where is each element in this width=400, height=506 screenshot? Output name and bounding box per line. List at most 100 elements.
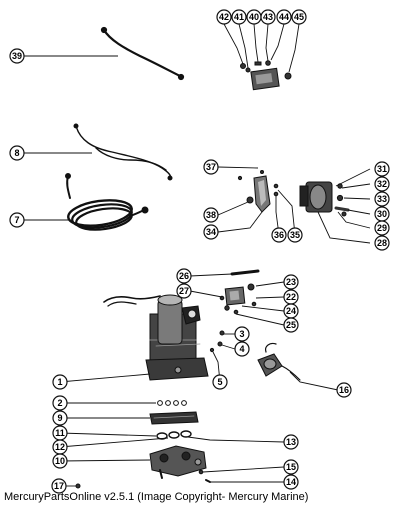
callout-number: 38: [206, 210, 216, 220]
callout-number: 8: [14, 148, 19, 158]
callout-13: 13: [283, 434, 299, 450]
callout-circle: [336, 382, 352, 398]
callout-10: 10: [52, 453, 68, 469]
callout-circle: [374, 220, 390, 236]
part-plate-2-9: [149, 400, 199, 425]
callout-number: 26: [179, 271, 189, 281]
callout-30: 30: [374, 206, 390, 222]
callout-41: 41: [231, 9, 247, 25]
callout-circle: [283, 317, 299, 333]
callout-number: 9: [57, 413, 62, 423]
callout-circle: [374, 235, 390, 251]
callout-2: 2: [52, 395, 68, 411]
callout-circle: [203, 207, 219, 223]
callout-number: 3: [239, 329, 244, 339]
callout-number: 32: [377, 179, 387, 189]
callout-circle: [203, 159, 219, 175]
callout-number: 27: [179, 286, 189, 296]
callout-number: 17: [54, 481, 64, 491]
part-bolt-bracket-22-27: [219, 269, 260, 315]
callout-number: 33: [377, 194, 387, 204]
callout-37: 37: [203, 159, 219, 175]
callout-circle: [374, 191, 390, 207]
callout-circle: [231, 9, 247, 25]
callout-circle: [9, 48, 25, 64]
callout-circle: [291, 9, 307, 25]
part-small-3-5: [209, 330, 225, 353]
callout-14: 14: [283, 474, 299, 490]
callout-circle: [283, 459, 299, 475]
callout-number: 4: [239, 344, 244, 354]
callout-17: 17: [51, 478, 67, 494]
callout-number: 42: [219, 12, 229, 22]
callout-number: 23: [286, 277, 296, 287]
callout-number: 24: [286, 306, 296, 316]
callout-12: 12: [52, 439, 68, 455]
callout-circle: [52, 453, 68, 469]
callout-circle: [52, 395, 68, 411]
callout-26: 26: [176, 268, 192, 284]
callout-11: 11: [52, 425, 68, 441]
callout-number: 35: [290, 230, 300, 240]
callout-number: 31: [377, 164, 387, 174]
callout-43: 43: [260, 9, 276, 25]
callout-number: 2: [57, 398, 62, 408]
callout-36: 36: [271, 227, 287, 243]
part-harness-8: [73, 123, 173, 181]
callout-number: 15: [286, 462, 296, 472]
part-coil-7: [65, 173, 149, 231]
callout-number: 14: [286, 477, 296, 487]
callout-40: 40: [246, 9, 262, 25]
callout-number: 5: [217, 377, 222, 387]
callout-7: 7: [9, 212, 25, 228]
callout-number: 37: [206, 162, 216, 172]
callout-circle: [276, 9, 292, 25]
callout-28: 28: [374, 235, 390, 251]
part-solenoid-28-33: [299, 181, 350, 217]
callout-circle: [271, 227, 287, 243]
callout-39: 39: [9, 48, 25, 64]
callout-27: 27: [176, 283, 192, 299]
callout-number: 44: [279, 12, 289, 22]
callout-number: 40: [249, 12, 259, 22]
callout-circle: [283, 474, 299, 490]
callout-circle: [283, 274, 299, 290]
callout-8: 8: [9, 145, 25, 161]
callout-number: 25: [286, 320, 296, 330]
callout-circle: [52, 410, 68, 426]
callout-circle: [234, 326, 250, 342]
callout-4: 4: [234, 341, 250, 357]
callout-number: 29: [377, 223, 387, 233]
callout-25: 25: [283, 317, 299, 333]
callout-circle: [203, 224, 219, 240]
callout-42: 42: [216, 9, 232, 25]
callout-5: 5: [212, 374, 228, 390]
callout-34: 34: [203, 224, 219, 240]
callout-number: 22: [286, 292, 296, 302]
copyright-footer: MercuryPartsOnline v2.5.1 (Image Copyrig…: [4, 491, 309, 503]
part-pump-motor-1: [103, 294, 209, 381]
callout-3: 3: [234, 326, 250, 342]
callout-1: 1: [52, 374, 68, 390]
callout-circle: [374, 176, 390, 192]
callout-45: 45: [291, 9, 307, 25]
callout-23: 23: [283, 274, 299, 290]
callout-number: 34: [206, 227, 216, 237]
callout-number: 28: [377, 238, 387, 248]
callout-circle: [176, 268, 192, 284]
callout-number: 41: [234, 12, 244, 22]
callout-number: 43: [263, 12, 273, 22]
callout-38: 38: [203, 207, 219, 223]
callout-circle: [51, 478, 67, 494]
callout-circle: [283, 434, 299, 450]
callout-circle: [234, 341, 250, 357]
callout-32: 32: [374, 176, 390, 192]
callout-9: 9: [52, 410, 68, 426]
callout-24: 24: [283, 303, 299, 319]
callout-31: 31: [374, 161, 390, 177]
parts: [57, 26, 350, 489]
callout-circle: [260, 9, 276, 25]
callout-33: 33: [374, 191, 390, 207]
part-bracket-34-38: [237, 170, 279, 213]
